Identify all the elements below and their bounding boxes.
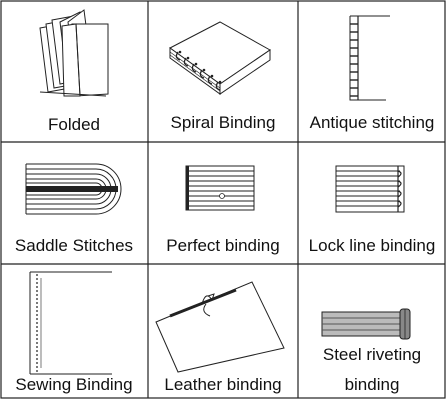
folded-book-icon (39, 9, 109, 97)
antique-stitching-icon (349, 15, 390, 101)
label-folded: Folded (48, 115, 100, 134)
sewing-binding-icon (29, 271, 112, 375)
label-saddle-stitches: Saddle Stitches (14, 236, 134, 255)
cell-perfect-binding: Perfect binding (148, 142, 298, 264)
label-perfect-binding: Perfect binding (166, 236, 280, 255)
cell-folded: Folded (0, 0, 148, 142)
cell-lock-line-binding: Lock line binding (298, 142, 446, 264)
cell-saddle-stitches: Saddle Stitches (0, 142, 148, 264)
label-leather-binding: Leather binding (164, 375, 282, 394)
label-spiral-binding: Spiral Binding (170, 113, 276, 132)
label-steel-riveting-line2: binding (344, 375, 400, 394)
cell-steel-riveting-binding: Steel riveting binding (298, 264, 446, 400)
cell-sewing-binding: Sewing Binding (0, 264, 148, 400)
cell-spiral-binding: Spiral Binding (148, 0, 298, 142)
steel-riveting-icon (321, 308, 411, 340)
cell-leather-binding: Leather binding (148, 264, 298, 400)
leather-binding-icon (155, 281, 285, 373)
label-steel-riveting-line1: Steel riveting (322, 345, 422, 364)
spiral-binding-icon (169, 21, 271, 95)
label-antique-stitching: Antique stitching (309, 113, 435, 132)
cell-antique-stitching: Antique stitching (298, 0, 446, 142)
label-sewing-binding: Sewing Binding (15, 375, 133, 394)
saddle-stitch-icon (25, 163, 122, 215)
perfect-binding-icon (185, 165, 255, 211)
label-lock-line-binding: Lock line binding (308, 236, 436, 255)
lock-line-binding-icon (335, 165, 405, 213)
